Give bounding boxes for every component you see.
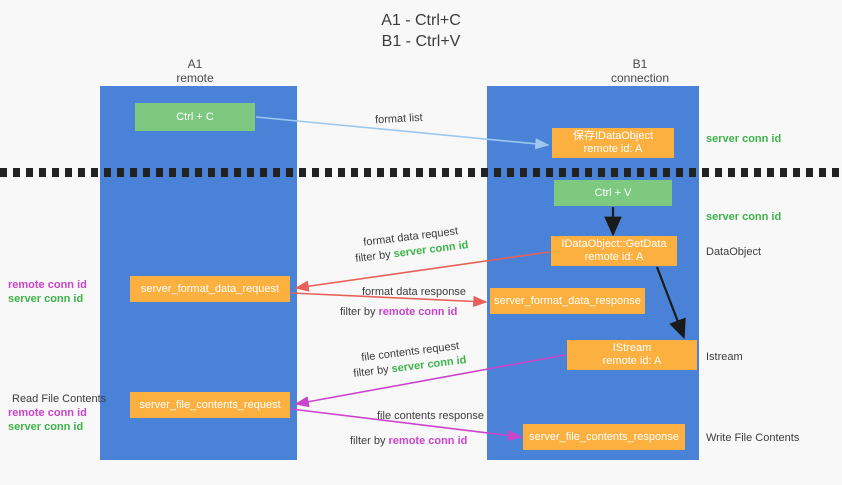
lane-header-a1: A1 remote (115, 57, 275, 85)
filter-key-remote-conn-id-1: remote conn id (378, 306, 458, 318)
node-getdata-subtitle: remote id: A (584, 251, 644, 263)
filter-prefix-2: filter by (340, 306, 379, 318)
side-note-dataobject: DataObject (706, 246, 762, 258)
left-note-1-remote: remote conn id (8, 279, 87, 291)
node-ctrl-v-label: Ctrl + V (594, 186, 632, 199)
filter-prefix-1: filter by (354, 248, 395, 265)
arrow-label-format-data-response-filter: filter by remote conn id (340, 305, 457, 319)
arrow-label-format-list: format list (375, 111, 423, 127)
page-title: A1 - Ctrl+C B1 - Ctrl+V (0, 10, 842, 52)
node-ctrl-v[interactable]: Ctrl + V (554, 180, 672, 206)
node-idataobject-label: 保存IDataObject (572, 130, 654, 142)
node-ctrl-c[interactable]: Ctrl + C (135, 103, 255, 131)
side-note-server-conn-id-1: server conn id (706, 133, 782, 145)
node-idataobject[interactable]: 保存IDataObject remote id: A (552, 128, 674, 158)
node-server-format-data-response-label: server_format_data_response (494, 294, 641, 307)
lane-a1-role: remote (176, 71, 214, 85)
lane-a1-name: A1 (187, 57, 203, 71)
left-note-2-remote: remote conn id (8, 407, 87, 419)
title-line-1: A1 - Ctrl+C (381, 12, 461, 29)
arrow-label-format-list-text: format list (374, 111, 423, 127)
side-note-write-file-contents: Write File Contents (706, 432, 800, 444)
node-server-format-data-request-label: server_format_data_request (140, 282, 280, 295)
title-line-2: B1 - Ctrl+V (381, 33, 461, 50)
node-getdata-label: IDataObject::GetData (561, 238, 667, 250)
side-note-istream: Istream (706, 351, 743, 363)
lane-b1-name: B1 (632, 57, 648, 71)
left-note-2-server: server conn id (8, 421, 84, 433)
arrow-label-file-contents-response-filter: filter by remote conn id (350, 434, 467, 448)
node-server-file-contents-request[interactable]: server_file_contents_request (130, 392, 290, 418)
node-istream[interactable]: IStream remote id: A (567, 340, 697, 370)
side-note-server-conn-id-2: server conn id (706, 211, 782, 223)
node-server-file-contents-request-label: server_file_contents_request (139, 398, 281, 411)
node-istream-label: IStream (612, 342, 652, 354)
node-istream-subtitle: remote id: A (602, 355, 662, 367)
arrow-label-format-data-response: format data response (362, 285, 466, 299)
arrow-label-format-data-response-text: format data response (362, 286, 466, 298)
node-idataobject-subtitle: remote id: A (583, 143, 643, 155)
lane-header-b1: B1 connection (560, 57, 720, 85)
node-server-file-contents-response-label: server_file_contents_response (529, 430, 679, 443)
phase-separator-dashed-line (0, 168, 842, 177)
node-server-format-data-request[interactable]: server_format_data_request (130, 276, 290, 302)
node-idataobject-getdata[interactable]: IDataObject::GetData remote id: A (551, 236, 677, 266)
node-server-file-contents-response[interactable]: server_file_contents_response (523, 424, 685, 450)
node-ctrl-c-label: Ctrl + C (176, 110, 214, 123)
left-note-1-server: server conn id (8, 293, 84, 305)
arrow-label-file-contents-response-text: file contents response (377, 410, 485, 422)
lane-b1-role: connection (610, 71, 670, 85)
filter-key-remote-conn-id-2: remote conn id (388, 435, 468, 447)
filter-prefix-4: filter by (350, 435, 389, 447)
left-note-conn-ids-format: remote conn id server conn id (8, 278, 87, 306)
left-note-read-file-contents: Read File Contents remote conn id server… (8, 392, 106, 434)
node-server-format-data-response[interactable]: server_format_data_response (490, 288, 645, 314)
arrow-label-file-contents-response: file contents response (377, 409, 484, 423)
left-note-2-heading: Read File Contents (12, 393, 107, 405)
filter-prefix-3: filter by (352, 363, 393, 380)
